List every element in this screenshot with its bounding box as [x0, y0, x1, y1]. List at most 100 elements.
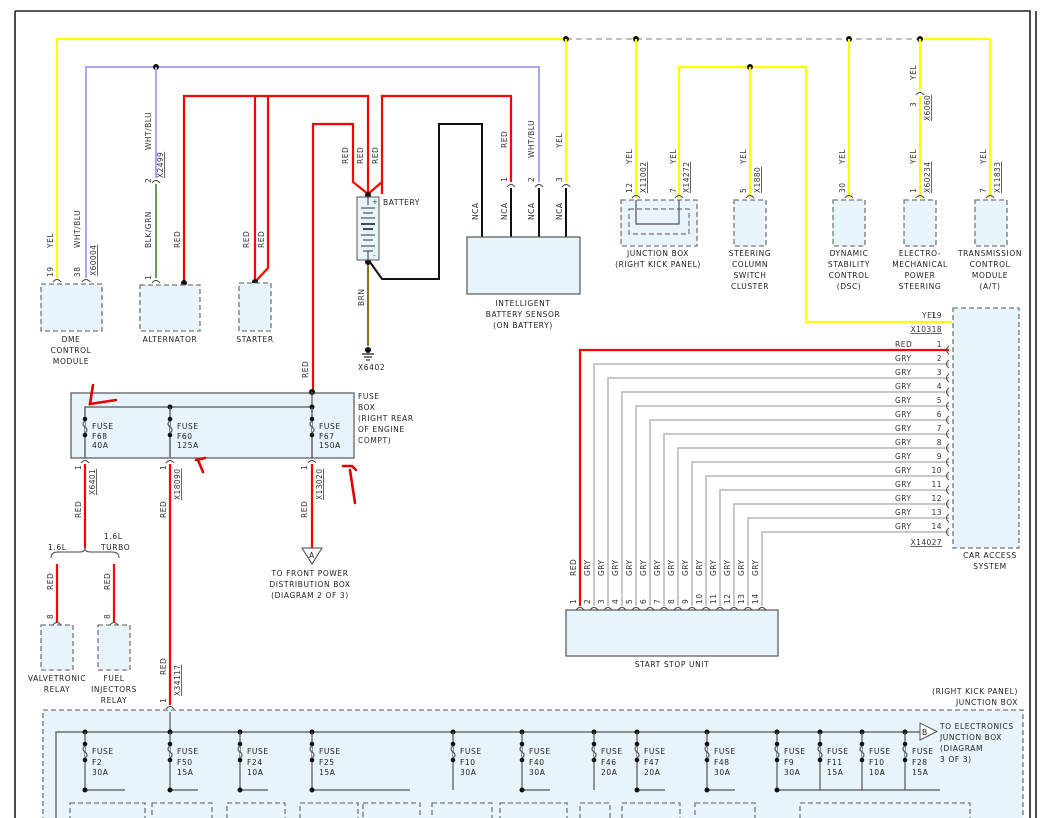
ssu-pin-number: 9	[681, 599, 690, 604]
fuse-id: F11	[827, 758, 843, 767]
steering-column-switch-cluster	[733, 199, 767, 247]
eps-label: STEERING	[899, 282, 941, 291]
ssu-wire-color: GRY	[695, 559, 704, 576]
cas-pin-number: 4	[937, 382, 942, 391]
cas-wire-color: GRY	[895, 410, 912, 419]
dynamic-stability-control	[832, 199, 866, 247]
svg-text:-: -	[373, 252, 376, 260]
ssu-pin-number: 1	[569, 599, 578, 604]
starter	[238, 282, 272, 332]
connector-icon	[745, 195, 755, 199]
fuse-id: F40	[529, 758, 545, 767]
fuse-word: FUSE	[460, 747, 482, 756]
valvetronic-label: VALVETRONIC	[28, 674, 86, 683]
junction-box-top	[620, 199, 698, 247]
fuse-word: FUSE	[869, 747, 891, 756]
cas-wire	[621, 391, 949, 606]
cas-pin-number: 3	[937, 368, 942, 377]
fuse-word: FUSE	[529, 747, 551, 756]
cas-pin-number: 12	[931, 494, 942, 503]
fused-load-box	[694, 802, 756, 818]
intelligent-battery-sensor	[466, 236, 581, 295]
electronics-jb-label: TO ELECTRONICS	[939, 722, 1014, 731]
ssu-wire-color: GRY	[709, 559, 718, 576]
fuse-id: F25	[319, 758, 335, 767]
wire-label: WHT/BLU	[527, 120, 536, 158]
pin-number: 7	[979, 188, 988, 193]
wire-label: NCA	[555, 202, 564, 220]
electronics-jb-arrow	[919, 722, 939, 741]
fuse-word: FUSE	[319, 422, 341, 431]
valvetronic-label: RELAY	[44, 685, 70, 694]
cas-wire-color: GRY	[895, 508, 912, 517]
alternator	[139, 284, 201, 332]
pin-number: 1	[159, 465, 168, 470]
ssu-wire-color: GRY	[723, 559, 732, 576]
dsc-label: (DSC)	[837, 282, 862, 291]
wire-label: YEL	[909, 65, 918, 81]
wire-label: YEL	[979, 149, 988, 165]
connector-label: X13020	[315, 469, 324, 500]
pin-number: 19	[46, 266, 55, 277]
wire-label: YEL	[909, 149, 918, 165]
connector-label: X60234	[923, 162, 932, 193]
electro-mechanical-power-steering	[903, 199, 937, 247]
kick-panel-label: JUNCTION BOX	[955, 698, 1018, 707]
eps-label: POWER	[905, 271, 936, 280]
fuse-rating: 15A	[912, 768, 929, 777]
pin-number: 1	[159, 698, 168, 703]
wire-label: NCA	[471, 202, 480, 220]
fuse-id: F2	[92, 758, 102, 767]
fuse-word: FUSE	[714, 747, 736, 756]
variant-label: 1.6L	[104, 532, 123, 541]
fuse-word: FUSE	[319, 747, 341, 756]
connector-icon	[534, 184, 544, 188]
kick-panel-junction-box	[42, 709, 1024, 818]
fuse-word: FUSE	[177, 422, 199, 431]
fuse-word: FUSE	[912, 747, 934, 756]
cas-wire-color: GRY	[895, 396, 912, 405]
fuse-id: F10	[460, 758, 476, 767]
pin-number: 8	[103, 614, 112, 619]
fuse-word: FUSE	[92, 422, 114, 431]
pin-number: 1	[909, 188, 918, 193]
wire-label: BLK/GRN	[144, 211, 153, 248]
ssu-wire-color: GRY	[625, 559, 634, 576]
connector-icon	[109, 622, 119, 626]
fuse-id: F67	[319, 432, 335, 441]
ssu-wire-color: GRY	[653, 559, 662, 576]
wire-label: NCA	[500, 202, 509, 220]
ssu-pin-number: 6	[639, 599, 648, 604]
hand-annotations	[88, 383, 358, 505]
fuse-rating: 30A	[784, 768, 801, 777]
car-access-label: CAR ACCESS	[963, 551, 1017, 560]
wire-label: RED	[103, 573, 112, 590]
junction-box-label: (RIGHT KICK PANEL)	[615, 260, 701, 269]
ssu-pin-number: 8	[667, 599, 676, 604]
connector-label: X11833	[993, 162, 1002, 193]
ssu-wire-color: GRY	[639, 559, 648, 576]
wire-label: RED	[242, 231, 251, 248]
connector-a-label: A	[309, 551, 315, 560]
front-power-label: DISTRIBUTION BOX	[269, 580, 350, 589]
fuse-rating: 125A	[177, 441, 199, 450]
ibs-label: (ON BATTERY)	[493, 321, 553, 330]
cas-wire	[663, 433, 949, 606]
ssu-pin-number: 2	[583, 599, 592, 604]
fuse-rating: 30A	[529, 768, 546, 777]
fuse-box-label: BOX	[358, 403, 375, 412]
fuse-id: F68	[92, 432, 108, 441]
connector-label: X6401	[88, 469, 97, 495]
connector-icon	[985, 195, 995, 199]
ssu-pin-number: 7	[653, 599, 662, 604]
connector-icon	[631, 195, 641, 199]
wire-label: WHT/BLU	[144, 112, 153, 150]
fuse-id: F47	[644, 758, 660, 767]
connector-b-label: B	[922, 728, 928, 737]
wire-label: WHT/BLU	[73, 210, 82, 248]
fuse-box-label: (RIGHT REAR	[358, 414, 414, 423]
